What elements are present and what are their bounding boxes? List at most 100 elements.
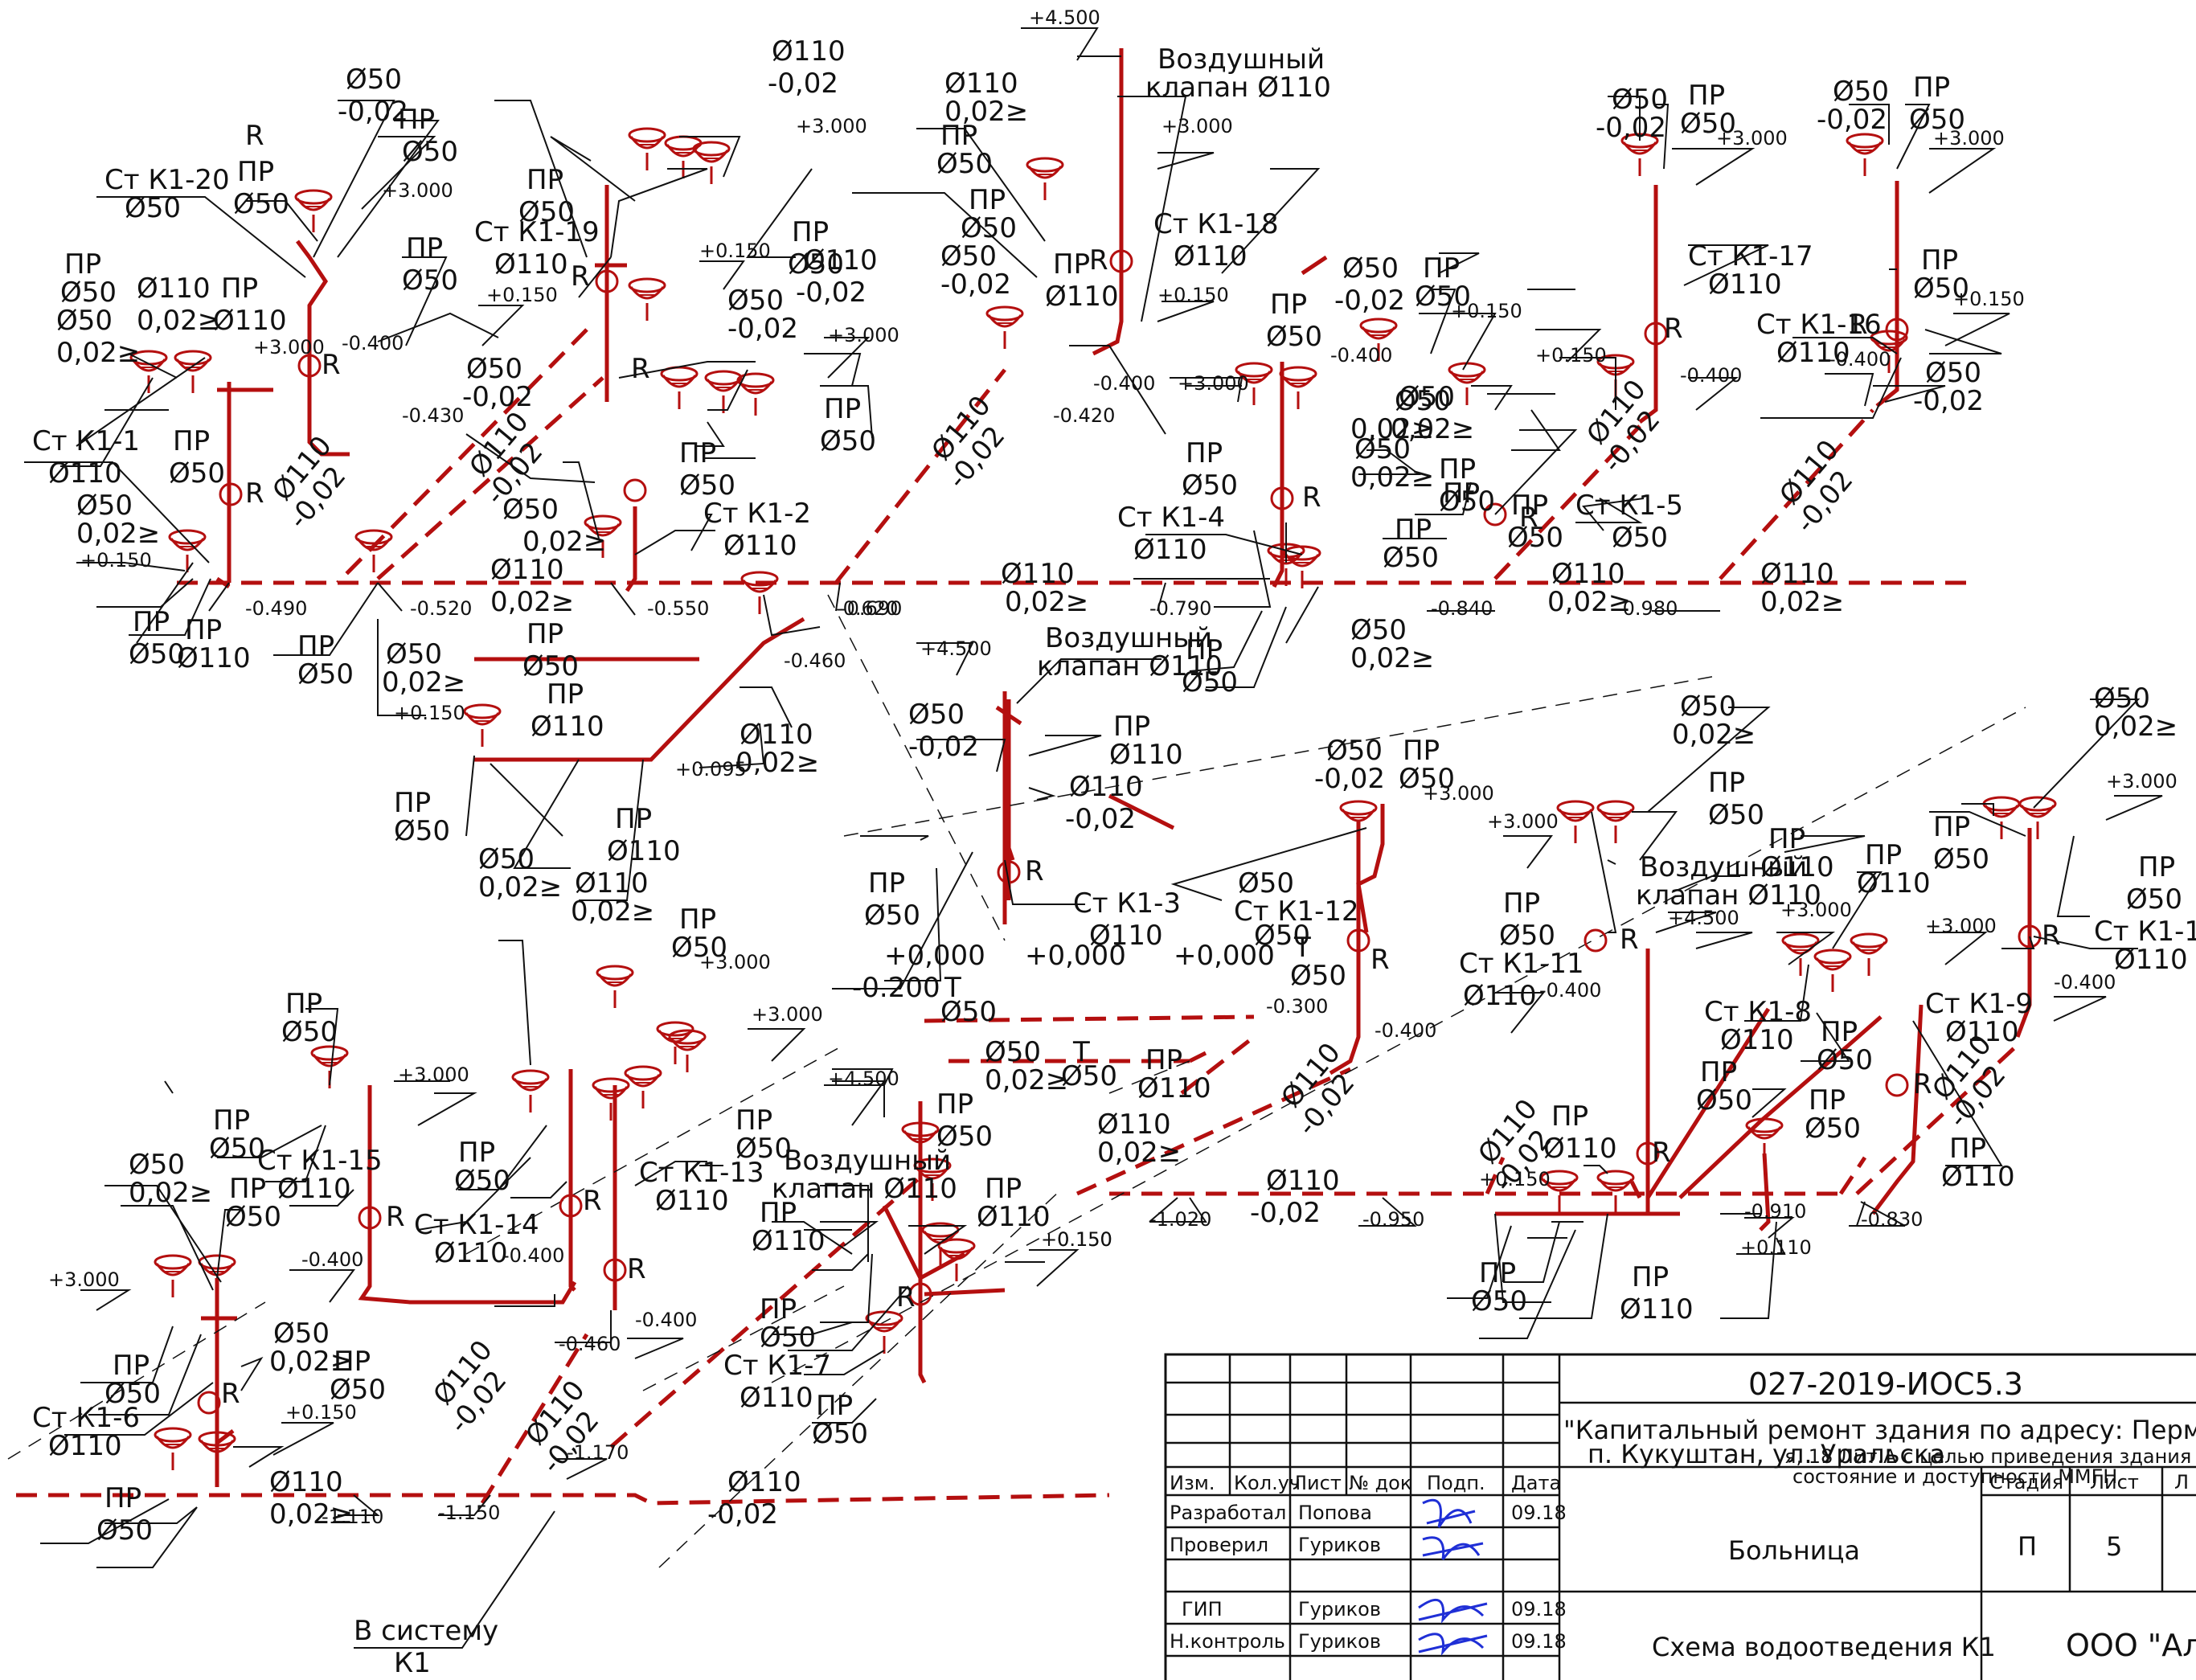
dia-label: Ø50 xyxy=(129,1149,185,1181)
r-label: R xyxy=(583,1185,602,1217)
dia-label: Ø50 xyxy=(129,638,185,670)
dia-label: Ø110 xyxy=(944,68,1018,100)
r-label: R xyxy=(1664,313,1683,345)
riser-k1-14: Ст К1-14 xyxy=(414,1209,539,1241)
dia-label: Ø110 xyxy=(607,835,681,867)
level-label: +0.150 xyxy=(1953,288,2025,310)
project-line-3: состояние и доступности ММГН xyxy=(1792,1465,2117,1488)
level-label: -0.790 xyxy=(1149,597,1211,620)
pr-label: ПР xyxy=(406,232,443,264)
dia-label: Ø50 xyxy=(2126,883,2182,916)
slope-label: 0,02≥ xyxy=(56,337,140,369)
riser-k1-13-dia: Ø110 xyxy=(655,1185,729,1217)
air-valve-label-1: Воздушный xyxy=(784,1145,951,1177)
air-valve-label-2: клапан Ø110 xyxy=(1145,72,1331,104)
pr-label: ПР xyxy=(458,1137,495,1169)
pr-label: ПР xyxy=(792,216,829,248)
pr-label: ПР xyxy=(615,803,652,835)
dia-label: Ø110 xyxy=(1620,1293,1694,1326)
level-label: -0.490 xyxy=(245,597,307,620)
pr-label: ПР xyxy=(526,618,563,650)
slope-label: 0,02≥ xyxy=(1350,461,1434,494)
row-person: Гуриков xyxy=(1298,1630,1381,1653)
dia-label: Ø50 xyxy=(985,1036,1041,1068)
pr-label: ПР xyxy=(173,425,210,457)
dia-label: Ø50 xyxy=(820,425,876,457)
pr-label: ПР xyxy=(940,120,977,152)
t-label: T xyxy=(1293,932,1311,964)
pr-label: ПР xyxy=(229,1173,266,1205)
dia-label: Ø110 xyxy=(1045,281,1119,313)
sheets-header: Л xyxy=(2174,1471,2189,1494)
dia-label: Ø50 xyxy=(1817,1044,1873,1076)
level-label: +0,000 xyxy=(884,940,985,972)
dia-label: Ø50 xyxy=(1708,799,1764,831)
dia-label: Ø50 xyxy=(209,1133,265,1165)
dia-label: Ø110 xyxy=(740,719,813,751)
pr-label: ПР xyxy=(735,1104,772,1137)
dia-label: Ø50 xyxy=(1290,960,1346,992)
pr-label: ПР xyxy=(1632,1261,1669,1293)
slope-label: 0,02≥ xyxy=(571,895,654,928)
level-label: -0.400 xyxy=(502,1244,564,1267)
riser-k1-7-dia: Ø110 xyxy=(740,1382,813,1414)
slope-label: 0,02≥ xyxy=(1005,586,1088,618)
riser-k1-20: Ст К1-20 xyxy=(104,164,230,196)
riser-k1-1: Ст К1-1 xyxy=(32,425,140,457)
level-label: +0.150 xyxy=(1041,1228,1112,1251)
dia-label: Ø50 xyxy=(1612,84,1668,116)
air-valve-label-2: клапан Ø110 xyxy=(1037,650,1223,682)
dia-label: Ø110 xyxy=(269,1466,343,1498)
dia-label: Ø50 xyxy=(1254,920,1310,952)
level-label: -0.400 xyxy=(1680,364,1742,387)
riser-k1-3: Ст К1-3 xyxy=(1073,887,1181,920)
level-label: -1.020 xyxy=(1149,1208,1211,1231)
dia-label: Ø50 xyxy=(812,1418,868,1450)
col-kol: Кол.уч xyxy=(1234,1472,1301,1494)
r-label: R xyxy=(1302,481,1321,514)
level-label: -0.910 xyxy=(1744,1200,1806,1223)
slope-label: 0,02≥ xyxy=(269,1346,353,1378)
dia-label: Ø50 xyxy=(1399,763,1455,795)
to-system-label-1: В систему xyxy=(354,1615,498,1647)
r-label: R xyxy=(386,1201,405,1233)
dia-label: Ø50 xyxy=(1805,1112,1861,1145)
pr-label: ПР xyxy=(1439,453,1476,486)
slope-label: -0,02 xyxy=(727,313,798,345)
dia-label: Ø50 xyxy=(961,212,1017,244)
row-role: Н.контроль xyxy=(1170,1630,1285,1653)
level-label: -0.840 xyxy=(1431,597,1493,620)
dia-label: Ø50 xyxy=(1350,614,1407,646)
pr-label: ПР xyxy=(133,606,170,638)
pr-label: ПР xyxy=(334,1346,371,1378)
slope-label: 0,02≥ xyxy=(1097,1137,1181,1169)
slope-label: -0,02 xyxy=(462,381,533,413)
dia-label: Ø50 xyxy=(402,136,458,168)
slope-label: -0,02 xyxy=(940,268,1011,301)
row-role: Проверил xyxy=(1170,1534,1268,1556)
slope-label: -0,02 xyxy=(1334,285,1405,317)
stage-header: Стадия xyxy=(1989,1471,2063,1494)
dia-label: Ø50 xyxy=(402,264,458,297)
company-name: ООО "Альба" xyxy=(2066,1628,2196,1663)
r-label: R xyxy=(245,477,264,510)
row-date: 09.18 xyxy=(1511,1598,1567,1621)
level-label: -0.400 xyxy=(635,1309,697,1331)
dia-label: Ø50 xyxy=(1439,486,1495,518)
level-label: -0.400 xyxy=(1375,1019,1436,1042)
to-system-label-2: К1 xyxy=(394,1647,431,1679)
dia-label: Ø50 xyxy=(96,1514,153,1547)
pr-label: ПР xyxy=(285,988,322,1020)
riser-k1-9-dia: Ø110 xyxy=(1945,1016,2019,1048)
level-label: -0.830 xyxy=(1861,1208,1923,1231)
dia-label: Ø50 xyxy=(1696,1084,1752,1117)
slope-label: 0,02≥ xyxy=(382,666,465,699)
level-label: -0.550 xyxy=(647,597,709,620)
riser-k1-8: Ст К1-8 xyxy=(1704,996,1812,1028)
air-valve-label-1: Воздушный xyxy=(1157,43,1325,76)
col-date: Дата xyxy=(1511,1472,1561,1494)
riser-k1-18-dia: Ø110 xyxy=(1174,240,1248,272)
dia-label: Ø50 xyxy=(671,932,727,964)
r-label: R xyxy=(896,1281,916,1313)
slope-label: -0,02 xyxy=(1596,112,1666,144)
